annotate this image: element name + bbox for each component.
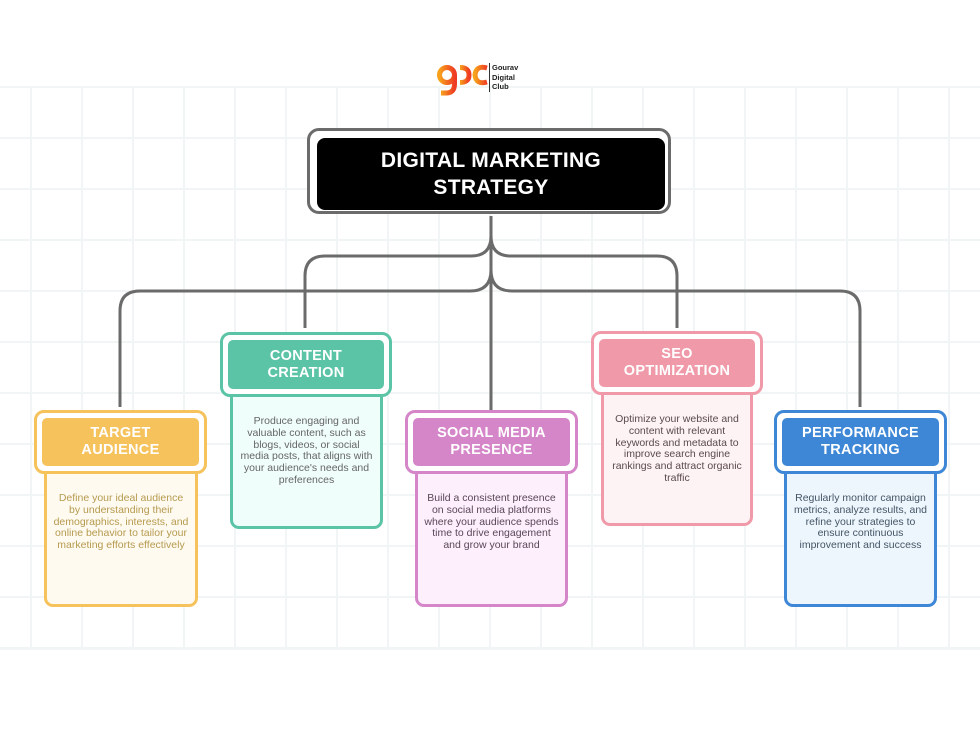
title-line-1: DIGITAL MARKETING	[380, 149, 602, 172]
card-title-line-2: PRESENCE	[450, 442, 533, 458]
card-title-line-1: CONTENT	[269, 347, 343, 364]
card-title-line-1: PERFORMANCE	[802, 425, 919, 441]
gdc-logo-icon	[437, 64, 488, 96]
connector-seo-optimization	[489, 235, 679, 328]
card-description: Produce engaging and valuable content, s…	[240, 415, 373, 486]
page-title: DIGITAL MARKETING STRATEGY	[317, 138, 665, 210]
logo-line-1: Gourav	[492, 63, 519, 72]
card-title-line-1: SOCIAL MEDIA	[437, 425, 546, 441]
card-title-line-1: SEO	[661, 346, 693, 362]
card-body-social-media-presence: Build a consistent presence on social me…	[415, 474, 568, 607]
card-title-line-2: OPTIMIZATION	[623, 363, 731, 379]
title-line-2: STRATEGY	[433, 176, 549, 199]
card-title-line-2: AUDIENCE	[81, 442, 160, 458]
card-description: Build a consistent presence on social me…	[424, 492, 559, 552]
logo-line-3: Club	[492, 82, 509, 91]
card-description: Define your ideal audience by understand…	[53, 492, 189, 552]
card-body-content-creation: Produce engaging and valuable content, s…	[230, 397, 383, 529]
card-body-seo-optimization: Optimize your website and content with r…	[601, 395, 753, 526]
card-body-performance-tracking: Regularly monitor campaign metrics, anal…	[784, 474, 937, 607]
connector-target-audience	[118, 269, 493, 407]
connector-performance-tracking	[489, 269, 862, 407]
connector-content-creation	[303, 235, 493, 328]
logo: Gourav Digital Club	[437, 62, 527, 98]
logo-wordmark: Gourav Digital Club	[489, 63, 518, 92]
card-title-line-1: TARGET	[90, 425, 151, 441]
card-title-line-2: CREATION	[267, 364, 345, 381]
card-title-line-2: TRACKING	[821, 442, 900, 458]
card-body-target-audience: Define your ideal audience by understand…	[44, 474, 198, 607]
logo-line-2: Digital	[492, 72, 515, 82]
card-description: Optimize your website and content with r…	[612, 413, 742, 484]
card-description: Regularly monitor campaign metrics, anal…	[793, 492, 928, 552]
